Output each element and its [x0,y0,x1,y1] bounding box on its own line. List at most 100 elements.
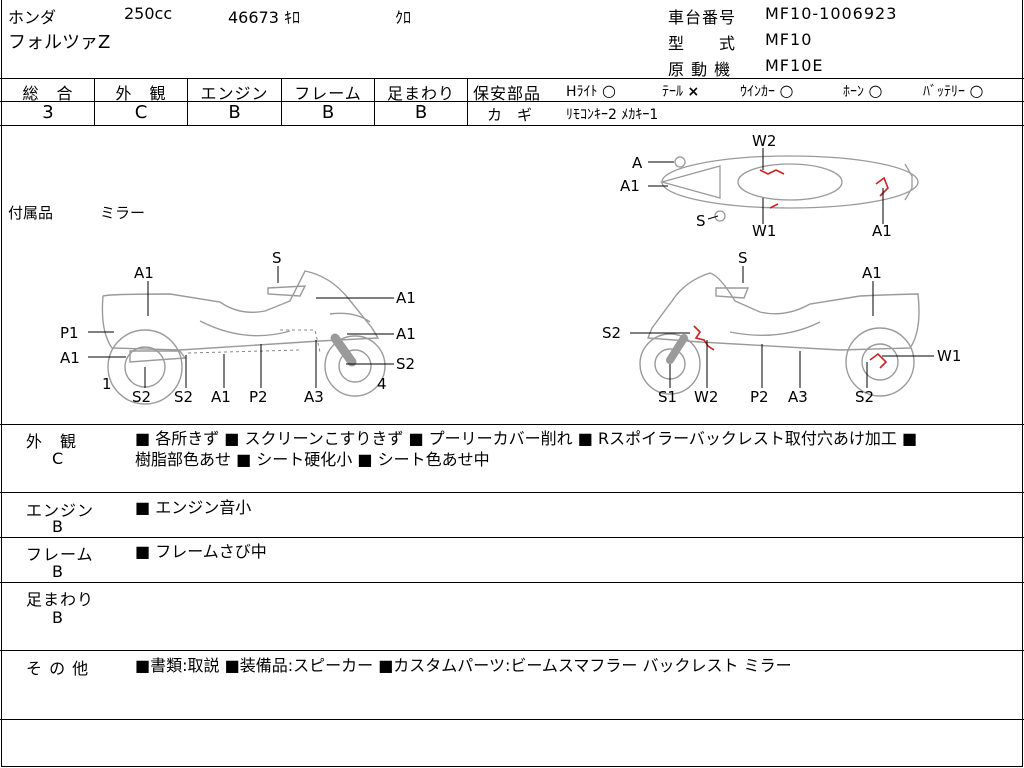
section-grade-suspension: B [52,608,63,627]
diagram-label: S2 [174,388,193,406]
diagram-label: A1 [60,349,80,367]
grade-header-exterior: 外 観 [115,84,167,103]
grade-value-total: 3 [42,102,54,123]
safety-label: 保安部品 [473,84,542,103]
left-view-labels: A1 S A1 P1 A1 A1 S2 1 S2 S2 A1 P2 A3 4 [60,249,416,406]
divider [468,101,1024,102]
divider [467,78,468,125]
left-damage-guides [187,329,321,354]
grade-header-suspension: 足まわり [386,84,455,103]
divider [187,78,188,125]
diagram-label: P2 [249,388,268,406]
grade-value-frame: B [321,102,335,123]
section-grade-exterior: C [52,449,64,468]
divider [94,78,95,125]
divider [281,78,282,125]
section-body-frame: ■ フレームさび中 [135,541,267,562]
diagram-label: W1 [752,222,776,240]
section-title-engine: エンジン [26,501,95,520]
mileage: 46673 ｷﾛ [228,8,300,27]
damage-diagram: A1 S A1 P1 A1 A1 S2 1 S2 S2 A1 P2 A3 4 A… [60,132,961,406]
divider [0,650,1024,651]
diagram-label: A3 [304,388,324,406]
divider [0,101,468,102]
displacement: 250cc [124,4,173,23]
remark-line: ■書類:取説 ■装備品:スピーカー ■カスタムパーツ:ビームスマフラー バックレ… [135,656,792,675]
diagram-label: S [696,212,706,230]
divider [0,125,1024,126]
diagram-label: A1 [211,388,231,406]
divider [0,424,1024,425]
diagram-label: 1 [102,375,112,393]
diagram-label: S2 [602,324,621,342]
diagram-label: A1 [620,177,640,195]
diagram-label: S [738,249,748,267]
section-title-exterior: 外 観 [26,432,78,451]
accessories-value: ミラー [100,204,146,222]
grade-header-total: 総 合 [22,84,74,103]
remark-line: 樹脂部色あせ ■ シート硬化小 ■ シート色あせ中 [135,450,490,469]
maker: ホンダ [8,8,57,27]
right-view-labels: A1 S S2 W1 S1 W2 P2 A3 S2 [602,249,961,406]
section-grade-frame: B [52,562,63,581]
section-body-exterior: ■ 各所きず ■ スクリーンこすりきず ■ プーリーカバー削れ ■ Rスポイラー… [135,428,917,470]
grade-header-engine: エンジン [200,84,269,103]
diagram-label: A1 [396,289,416,307]
color: ｸﾛ [395,8,412,27]
key-label: カ ギ [487,106,533,124]
diagram-label: P1 [60,324,79,342]
grade-value-suspension: B [414,102,428,123]
divider [0,537,1024,538]
right-side-view [639,272,920,397]
diagram-label: W2 [752,132,776,150]
safety-item-headlight: Hﾗｲﾄ ○ [566,81,616,100]
diagram-label: S1 [658,388,677,406]
accessories-label: 付属品 [8,204,54,222]
section-body-other: ■書類:取説 ■装備品:スピーカー ■カスタムパーツ:ビームスマフラー バックレ… [135,655,792,676]
damage-marks [693,169,889,369]
diagram-label: S2 [855,388,874,406]
top-view [659,155,919,222]
diagram-label: W1 [937,347,961,365]
safety-item-winker: ｳｲﾝｶｰ ○ [740,81,794,100]
diagram-label: W2 [694,388,718,406]
diagram-label: P2 [750,388,769,406]
diagram-label: A1 [396,325,416,343]
section-body-engine: ■ エンジン音小 [135,497,251,518]
section-title-frame: フレーム [26,545,94,564]
divider [0,582,1024,583]
engine-value: MF10E [765,56,824,75]
leader-lines [88,148,934,388]
top-view-labels: W2 A A1 S W1 A1 [620,132,892,240]
section-grade-engine: B [52,517,63,536]
grade-value-engine: B [228,102,241,123]
model-name: フォルツァZ [8,32,111,53]
safety-item-horn: ﾎｰﾝ ○ [843,81,883,100]
diagram-label: S2 [132,388,151,406]
diagram-label: A1 [872,222,892,240]
type-value: MF10 [765,30,813,49]
remark-line: ■ エンジン音小 [135,498,252,517]
frame-no: MF10-1006923 [765,4,898,23]
diagram-label: S2 [396,355,415,373]
safety-item-battery: ﾊﾞｯﾃﾘｰ ○ [923,81,984,100]
frame-no-label: 車台番号 [668,8,737,27]
diagram-label: A1 [862,264,882,282]
divider [0,492,1024,493]
remark-line: ■ 各所きず ■ スクリーンこすりきず ■ プーリーカバー削れ ■ Rスポイラー… [135,429,918,448]
divider [374,78,375,125]
section-title-other: そ の 他 [26,659,90,678]
grade-header-frame: フレーム [294,84,362,103]
engine-label: 原 動 機 [668,60,732,79]
diagram-label: A3 [788,388,808,406]
key-value: ﾘﾓｺﾝｷｰ2 ﾒｶｷｰ1 [566,107,659,123]
divider [0,78,1024,79]
divider [0,719,1024,720]
grade-value-exterior: C [134,102,148,123]
type-label: 型 式 [668,34,737,53]
diagram-label: 4 [377,375,387,393]
safety-item-tail: ﾃｰﾙ × [662,84,700,100]
diagram-label: S [272,249,282,267]
remark-line: ■ フレームさび中 [135,542,267,561]
